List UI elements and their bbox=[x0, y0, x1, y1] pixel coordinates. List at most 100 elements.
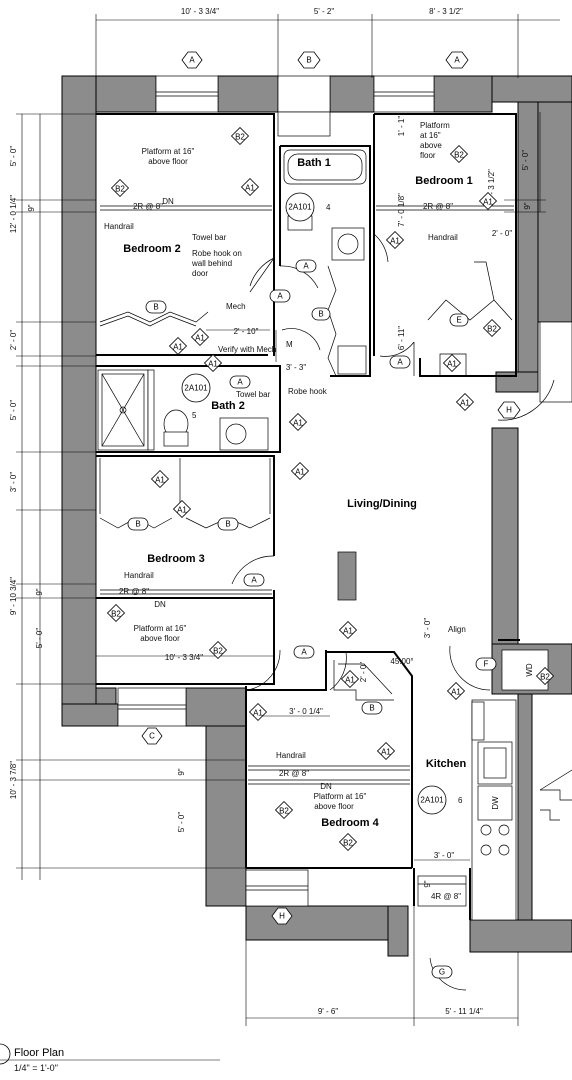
dim-right-2: 8' - 3 1/2" bbox=[487, 169, 496, 203]
room-bedroom-1: Bedroom 1 bbox=[415, 175, 472, 187]
tag-hex-h-right bbox=[497, 401, 521, 419]
tag-door-a-4 bbox=[229, 375, 251, 389]
tag-a1-7 bbox=[190, 327, 210, 347]
tag-a1-15-label: A1 bbox=[253, 709, 263, 718]
note-towel-bar-1: Towel bar bbox=[192, 233, 227, 242]
dim-top-c: 8' - 3 1/2" bbox=[429, 7, 463, 16]
dim-kit-b: 9" bbox=[423, 880, 432, 887]
note-bed2-platform-1: Platform at 16" bbox=[142, 147, 195, 156]
tag-hex-a-top-2-label: A bbox=[454, 56, 460, 65]
tag-door-b-4 bbox=[217, 517, 239, 531]
element-tags: A B A C H H B2 B2 A1 B2 A1 A1 B2 A1 A1 A… bbox=[106, 51, 555, 979]
tag-b2-9-label: B2 bbox=[540, 673, 550, 682]
tag-hex-h-bottom bbox=[271, 907, 293, 925]
room-bath-2: Bath 2 bbox=[211, 400, 245, 412]
dim-left-10: 9" bbox=[177, 768, 186, 775]
tag-hex-b-top bbox=[297, 51, 321, 69]
tag-door-a-6 bbox=[293, 645, 315, 659]
dim-closet-a: 3' - 0 1/4" bbox=[289, 707, 323, 716]
dim-left-9: 5' - 0" bbox=[35, 628, 44, 649]
tag-door-b-2-label: B bbox=[153, 303, 158, 312]
note-mech: Mech bbox=[226, 302, 246, 311]
tag-a1-4-label: A1 bbox=[447, 360, 457, 369]
dim-left-3: 12' - 0 1/4" bbox=[9, 195, 18, 233]
note-robe-hook: Robe hook bbox=[288, 387, 328, 396]
interior-walls bbox=[96, 113, 520, 920]
tag-b2-1 bbox=[230, 126, 250, 146]
tag-door-e-label: E bbox=[456, 316, 461, 325]
tag-b2-7-label: B2 bbox=[279, 807, 289, 816]
tag-door-b-3-label: B bbox=[135, 520, 140, 529]
tag-door-a-5-label: A bbox=[251, 576, 257, 585]
room-kitchen: Kitchen bbox=[426, 758, 467, 770]
tag-b2-2 bbox=[110, 178, 130, 198]
section-marker-4-ref: 2A101 bbox=[288, 203, 312, 212]
dim-angle: 45.00° bbox=[390, 657, 413, 666]
tag-a1-6 bbox=[168, 336, 188, 356]
tag-a1-2-label: A1 bbox=[483, 198, 493, 207]
note-bed2-dn: DN bbox=[162, 197, 174, 206]
section-marker-4-num: 4 bbox=[326, 203, 331, 212]
tag-b2-4 bbox=[482, 318, 502, 338]
note-bed1-platform-2: at 16" bbox=[420, 131, 441, 140]
note-bed1-stair: 2R @ 8" bbox=[423, 202, 453, 211]
tag-b2-2-label: B2 bbox=[115, 185, 125, 194]
tag-a1-12-label: A1 bbox=[177, 506, 187, 515]
note-bed2-handrail: Handrail bbox=[104, 222, 134, 231]
tag-a1-10-label: A1 bbox=[155, 476, 165, 485]
tag-a1-3 bbox=[385, 230, 405, 250]
note-bed3-platform-1: Platform at 16" bbox=[134, 624, 187, 633]
note-bed4-stair: 2R @ 8" bbox=[279, 769, 309, 778]
tag-a1-13-label: A1 bbox=[343, 627, 353, 636]
note-kitchen-stair: 4R @ 8" bbox=[431, 892, 461, 901]
title-marker-circle bbox=[0, 1043, 11, 1065]
tag-a1-6-label: A1 bbox=[173, 343, 183, 352]
annotation-notes: Platform at 16" above floor DN 2R @ 8" H… bbox=[104, 121, 534, 901]
note-bed4-platform: Platform at 16" bbox=[314, 792, 367, 801]
tag-b2-6-label: B2 bbox=[213, 647, 223, 656]
tag-door-a-2-label: A bbox=[277, 292, 283, 301]
tag-b2-4-label: B2 bbox=[487, 325, 497, 334]
tag-door-b-5 bbox=[361, 701, 383, 715]
tag-door-b-1 bbox=[311, 307, 331, 321]
section-marker-5 bbox=[181, 373, 211, 403]
dim-left-12: 5' - 0" bbox=[177, 812, 186, 833]
room-bath-1: Bath 1 bbox=[297, 157, 331, 169]
tag-door-e bbox=[449, 313, 469, 327]
note-bed1-platform-1: Platform bbox=[420, 121, 450, 130]
dim-left-7: 9" bbox=[35, 588, 44, 595]
room-bedroom-3: Bedroom 3 bbox=[147, 553, 204, 565]
note-bed1-platform-4: floor bbox=[420, 151, 436, 160]
tag-door-g bbox=[431, 965, 453, 979]
tag-door-b-3 bbox=[127, 517, 149, 531]
dim-bed1-a: 7' - 0 1/8" bbox=[397, 193, 406, 227]
tag-a1-14 bbox=[340, 669, 360, 689]
tag-b2-9 bbox=[535, 666, 555, 686]
tag-door-g-label: G bbox=[439, 968, 445, 977]
windows bbox=[117, 75, 572, 907]
tag-a1-8-label: A1 bbox=[208, 360, 218, 369]
note-bed3-dn: DN bbox=[154, 600, 166, 609]
tag-hex-h-bottom-label: H bbox=[279, 912, 285, 921]
dimension-labels: 10' - 3 3/4" 5' - 2" 8' - 3 1/2" 5' - 0"… bbox=[9, 7, 532, 1016]
tag-a1-17 bbox=[446, 681, 466, 701]
section-marker-5-ref: 2A101 bbox=[184, 384, 208, 393]
note-m: M bbox=[286, 340, 293, 349]
note-bed3-platform-2: above floor bbox=[140, 634, 180, 643]
dim-bot-b: 5' - 11 1/4" bbox=[445, 1007, 483, 1016]
room-bedroom-4: Bedroom 4 bbox=[321, 817, 379, 829]
note-robe-3: door bbox=[192, 269, 208, 278]
tag-door-f-label: F bbox=[484, 660, 489, 669]
tag-door-b-5-label: B bbox=[369, 704, 374, 713]
tag-hex-b-top-label: B bbox=[306, 56, 311, 65]
tag-a1-12 bbox=[172, 499, 192, 519]
tag-a1-3-label: A1 bbox=[390, 237, 400, 246]
tag-b2-8 bbox=[338, 832, 358, 852]
note-bed4-handrail: Handrail bbox=[276, 751, 306, 760]
tag-hex-a-top-1 bbox=[181, 51, 203, 69]
dim-kit-a: 3' - 0" bbox=[434, 851, 455, 860]
note-bed1-platform-3: above bbox=[420, 141, 442, 150]
dim-liv-a: 3' - 0" bbox=[423, 618, 432, 639]
tag-b2-3-label: B2 bbox=[454, 151, 464, 160]
tag-a1-4 bbox=[442, 353, 462, 373]
